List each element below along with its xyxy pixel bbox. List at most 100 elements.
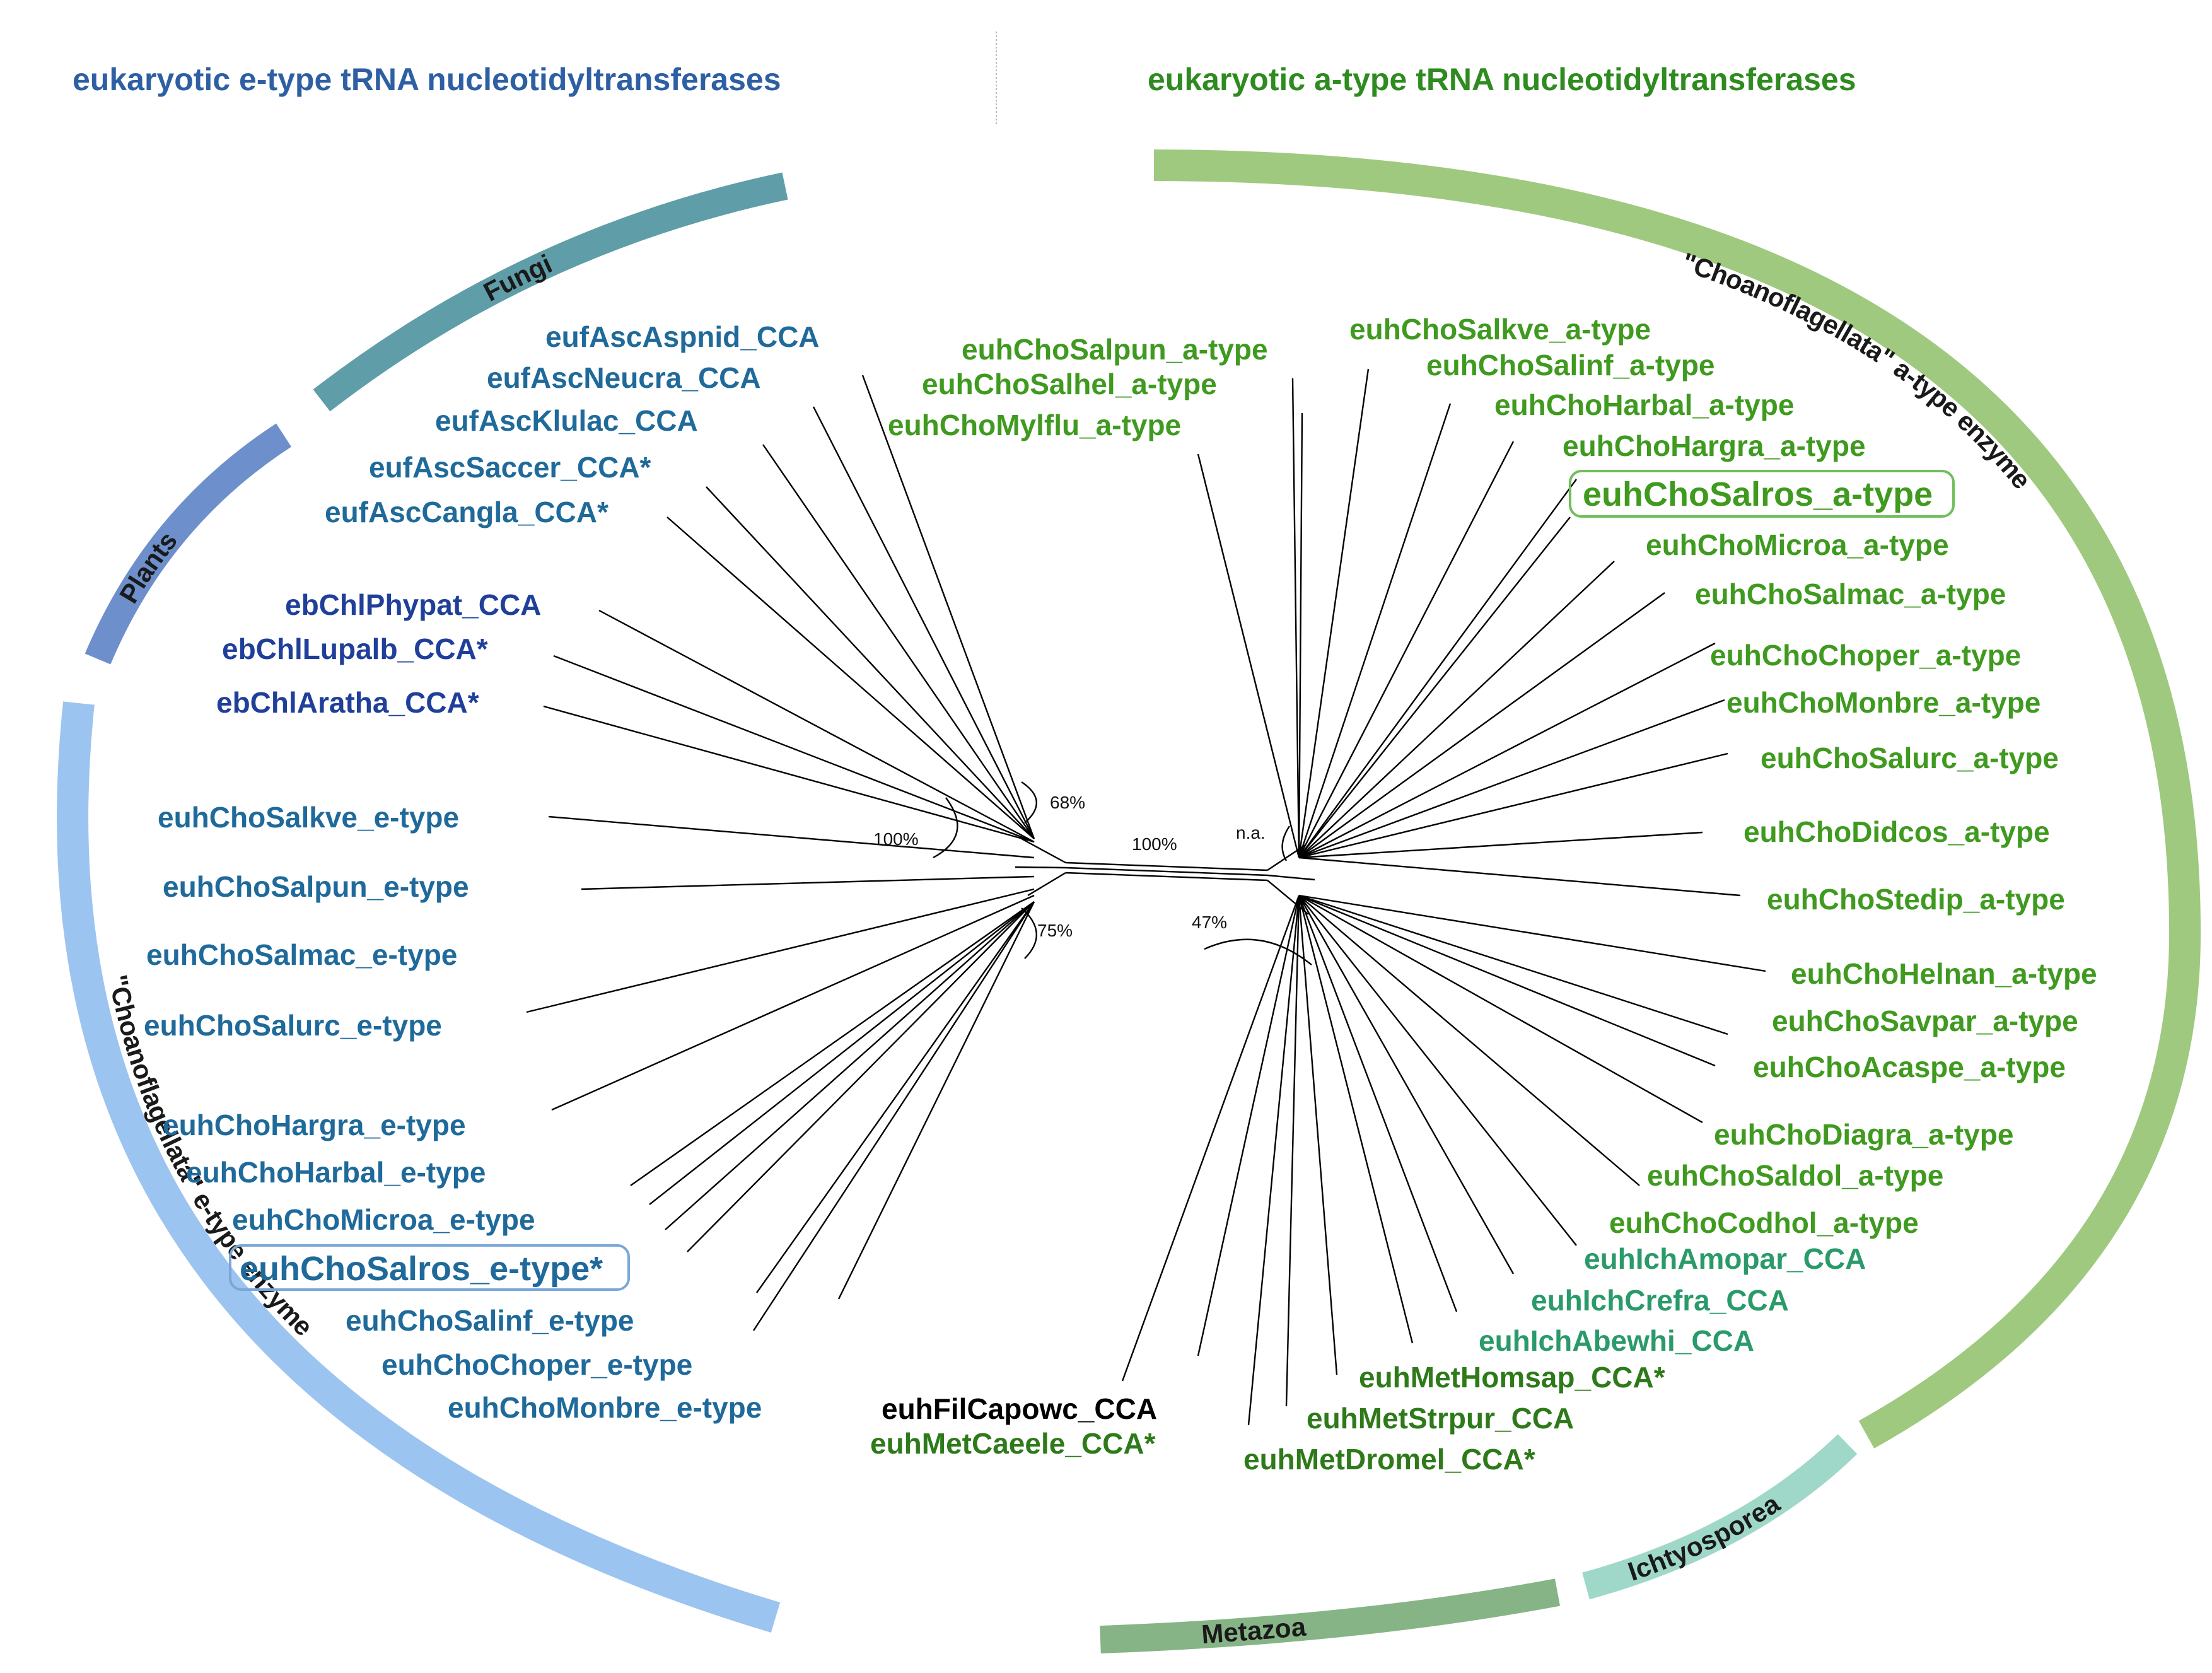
leaf-label: eufAscAspnid_CCA	[545, 320, 820, 353]
leaf-label: euhChoSalurc_a-type	[1761, 742, 2059, 774]
leaf-label: euhChoMonbre_a-type	[1726, 686, 2040, 719]
tree-branch	[812, 406, 1035, 839]
leaf-label: euhMetStrpur_CCA	[1307, 1402, 1574, 1435]
tree-branch	[1298, 894, 1766, 972]
support-na: n.a.	[1236, 823, 1266, 842]
metazoa-label: Metazoa	[1201, 1611, 1308, 1649]
tree-branch	[1298, 895, 1414, 1344]
tree-branch	[667, 516, 1035, 839]
leaf-label: eufAscCangla_CCA*	[325, 496, 608, 528]
tree-branch	[1121, 895, 1300, 1382]
leaf-label: eufAscKlulac_CCA	[435, 404, 698, 437]
tree-branch	[1298, 894, 1716, 1067]
leaf-label: euhChoHargra_e-type	[163, 1109, 466, 1141]
leaf-label: euhMetDromel_CCA*	[1243, 1443, 1535, 1476]
leaf-label: euhChoSalinf_e-type	[346, 1304, 634, 1337]
leaf-label-highlight: euhChoSalros_a-type	[1583, 475, 1933, 513]
tree-branch	[1298, 642, 1716, 859]
tree-branch	[1298, 895, 1577, 1246]
tree-branch	[1298, 592, 1665, 858]
tree-branch	[1298, 412, 1303, 858]
tree-branch	[1298, 441, 1515, 858]
tree-branch	[861, 375, 1035, 839]
plants-arc	[84, 423, 291, 665]
leaf-label: euhChoSalkve_a-type	[1349, 313, 1651, 346]
fungi-arc	[313, 172, 788, 412]
support-arc-100-left	[933, 797, 958, 859]
tree-branch	[548, 815, 1035, 859]
leaf-label: euhChoCodhol_a-type	[1609, 1206, 1919, 1239]
ichtyosporea-arc	[1582, 1434, 1858, 1600]
tree-branch	[630, 901, 1035, 1186]
choano-a-arc	[1153, 149, 2201, 1449]
tree-branch	[598, 609, 1035, 843]
leaf-label: euhIchAmopar_CCA	[1584, 1242, 1866, 1275]
leaf-label: euhMetHomsap_CCA*	[1359, 1361, 1665, 1394]
leaf-label: euhChoSalmac_a-type	[1695, 578, 2006, 610]
metazoa-arc	[1100, 1578, 1561, 1653]
leaf-label: euhChoDidcos_a-type	[1743, 815, 2050, 848]
highlight-box-e	[229, 1244, 630, 1291]
tree-branch	[1298, 895, 1640, 1186]
support-68: 68%	[1050, 793, 1085, 812]
support-arc-na	[1281, 825, 1290, 861]
tree-branch	[526, 888, 1035, 1013]
leaf-label: euhChoHargra_a-type	[1563, 429, 1866, 462]
tree-branch	[1197, 453, 1300, 858]
choano-e-arc	[57, 701, 781, 1633]
tree-branch	[665, 901, 1035, 1230]
leaf-label: euhChoHarbal_a-type	[1494, 388, 1794, 421]
tree-branch	[1298, 894, 1703, 1124]
leaf-label: euhChoSalhel_a-type	[922, 368, 1217, 400]
leaf-label: euhFilCapowc_CCA	[882, 1392, 1157, 1425]
left-branches	[526, 375, 1035, 1331]
tree-branch	[1298, 368, 1370, 858]
leaf-label: euhChoStedip_a-type	[1767, 883, 2065, 916]
leaf-label: euhChoSalinf_a-type	[1426, 349, 1715, 382]
tree-branch	[1298, 699, 1725, 859]
leaf-label: euhChoSalkve_e-type	[158, 801, 459, 834]
tree-branch	[543, 705, 1035, 843]
leaf-label: euhIchCrefra_CCA	[1531, 1284, 1789, 1317]
leaf-label: euhChoMicroa_a-type	[1646, 528, 1949, 561]
leaf-label: euhChoSavpar_a-type	[1772, 1005, 2078, 1037]
leaf-label: ebChlPhypat_CCA	[285, 588, 541, 621]
leaf-label: euhChoHelnan_a-type	[1791, 957, 2097, 990]
leaf-label: eufAscSaccer_CCA*	[369, 451, 651, 484]
support-arc-47	[1204, 938, 1312, 965]
tree-branch	[1298, 479, 1577, 858]
tree-branch	[1298, 831, 1703, 859]
leaf-label-highlight: euhChoSalros_e-type*	[240, 1250, 603, 1288]
tree-branch	[1298, 403, 1452, 858]
leaf-label: euhIchAbewhi_CCA	[1479, 1324, 1754, 1357]
tree-branch	[649, 901, 1035, 1205]
leaf-label: ebChlAratha_CCA*	[216, 686, 479, 719]
tree-branch	[551, 894, 1035, 1111]
support-47: 47%	[1192, 912, 1227, 932]
tree-branch	[1298, 856, 1741, 897]
tree-branch	[1298, 895, 1338, 1375]
tree-branch	[1291, 378, 1300, 858]
ichtyosporea-label: Ichtyosporea	[1624, 1488, 1785, 1587]
leaf-label: euhMetCaeele_CCA*	[870, 1427, 1156, 1460]
tree-branch	[1247, 895, 1300, 1426]
tree-branch	[581, 875, 1035, 890]
support-arc-68	[1021, 781, 1037, 824]
leaf-label: euhChoSaldol_a-type	[1647, 1159, 1943, 1192]
tree-branch	[1298, 894, 1728, 1035]
leaf-label: euhChoChoper_a-type	[1710, 639, 2021, 672]
leaf-label: euhChoAcaspe_a-type	[1753, 1051, 2066, 1083]
tree-branch	[1298, 752, 1728, 859]
leaf-label: euhChoDiagra_a-type	[1714, 1118, 2013, 1151]
tree-branch	[706, 486, 1035, 839]
leaf-label: ebChlLupalb_CCA*	[222, 632, 488, 665]
right-title: eukaryotic a-type tRNA nucleotidyltransf…	[1148, 62, 1856, 97]
tree-branch	[1298, 561, 1615, 858]
tree-branch	[553, 655, 1035, 843]
support-arc-75	[1021, 907, 1037, 959]
leaf-label: euhChoChoper_e-type	[381, 1348, 692, 1381]
fungi-label: Fungi	[479, 248, 556, 307]
tree-branch	[1298, 895, 1515, 1274]
right-branches	[1121, 368, 1766, 1426]
leaf-label: euhChoMylflu_a-type	[888, 409, 1181, 441]
